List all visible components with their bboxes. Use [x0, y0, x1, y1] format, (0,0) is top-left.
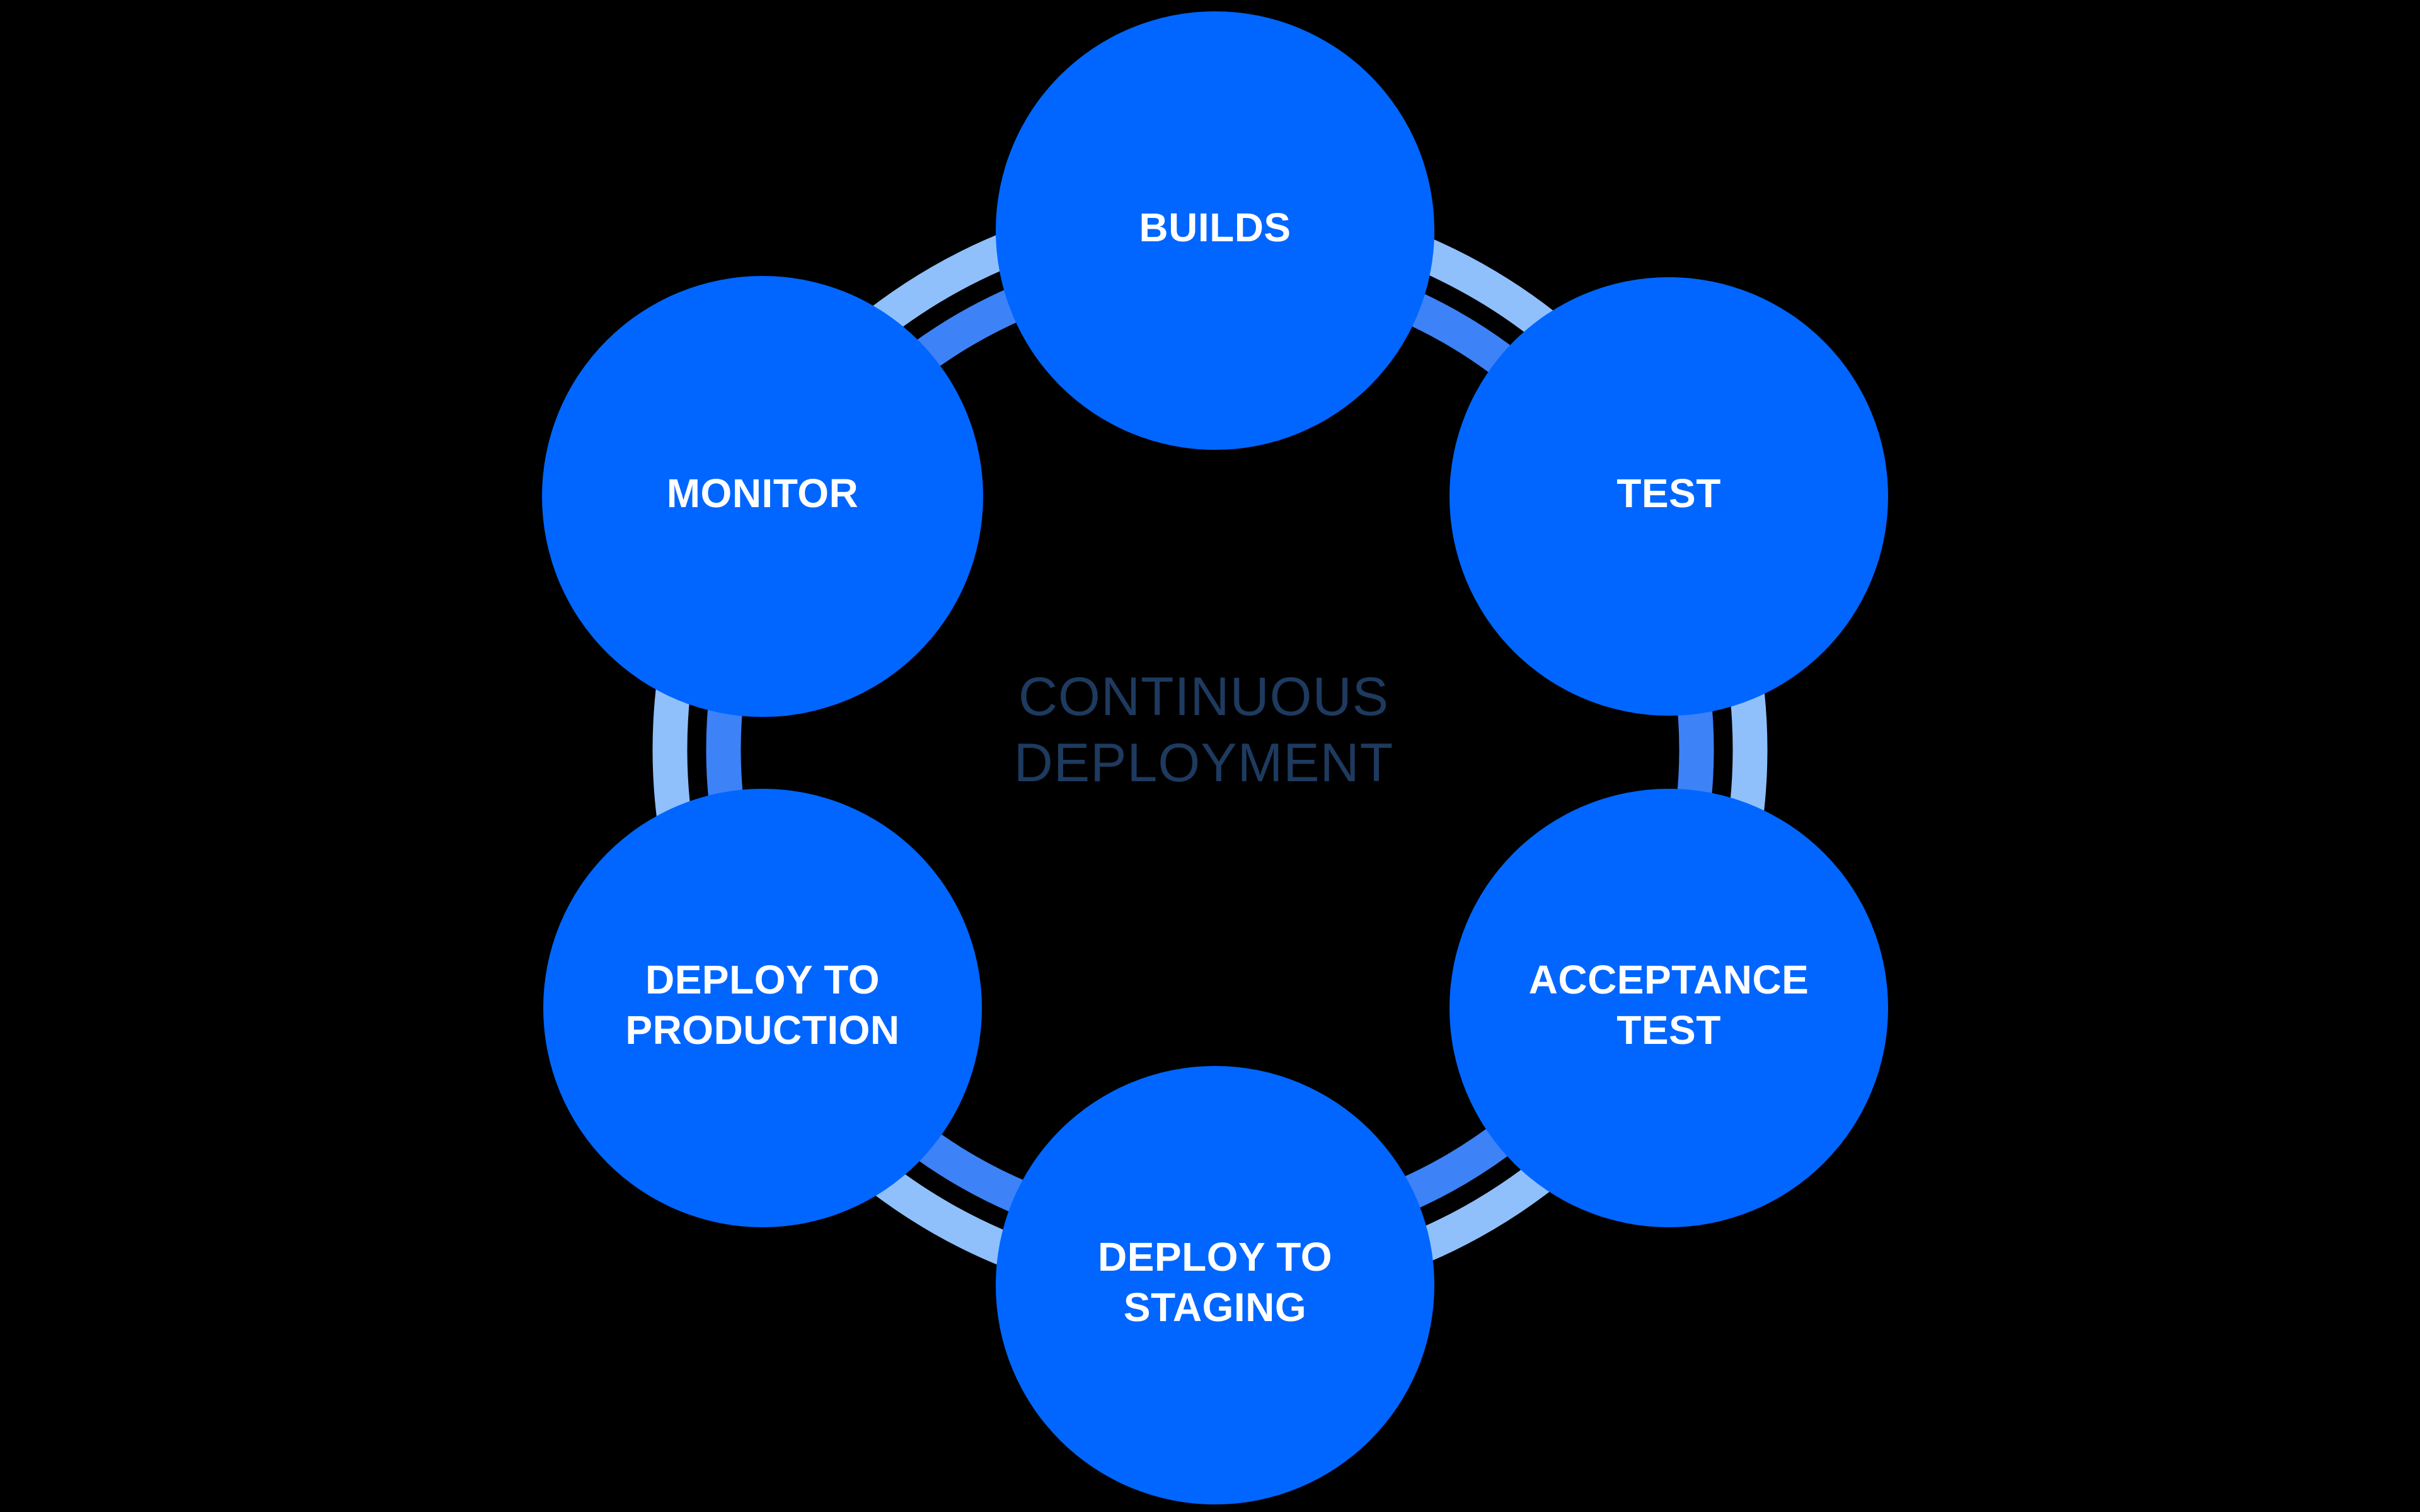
- node-label-deploy-to-production-line-2: PRODUCTION: [625, 1007, 899, 1053]
- node-circle-deploy-to-staging[interactable]: [996, 1066, 1434, 1504]
- node-label-deploy-to-staging-line-2: STAGING: [1124, 1285, 1306, 1330]
- node-circle-monitor[interactable]: [542, 276, 983, 717]
- process-nodes-group: BUILDS TEST ACCEPTANCE TEST DEPLOY TO STAGING…: [542, 11, 1888, 1504]
- node-test[interactable]: TEST: [1449, 277, 1888, 716]
- node-label-monitor: MONITOR: [667, 471, 859, 516]
- node-acceptance-test[interactable]: ACCEPTANCE TEST: [1449, 789, 1888, 1227]
- node-label-deploy-to-production-line-1: DEPLOY TO: [645, 957, 880, 1002]
- node-deploy-to-production[interactable]: DEPLOY TO PRODUCTION: [543, 789, 982, 1227]
- node-label-acceptance-test-line-1: ACCEPTANCE: [1529, 957, 1809, 1002]
- node-label-builds: BUILDS: [1139, 205, 1291, 250]
- center-title-line-1: CONTINUOUS: [1018, 667, 1389, 727]
- node-label-acceptance-test-line-2: TEST: [1616, 1007, 1721, 1053]
- node-circle-builds[interactable]: [996, 11, 1434, 450]
- center-title-line-2: DEPLOYMENT: [1014, 733, 1394, 793]
- node-label-test: TEST: [1616, 471, 1721, 516]
- center-label-group: CONTINUOUS DEPLOYMENT: [1014, 667, 1394, 793]
- node-circle-test[interactable]: [1449, 277, 1888, 716]
- node-circle-acceptance-test[interactable]: [1449, 789, 1888, 1227]
- node-deploy-to-staging[interactable]: DEPLOY TO STAGING: [996, 1066, 1434, 1504]
- node-circle-deploy-to-production[interactable]: [543, 789, 982, 1227]
- node-label-deploy-to-staging-line-1: DEPLOY TO: [1098, 1234, 1332, 1280]
- node-monitor[interactable]: MONITOR: [542, 276, 983, 717]
- node-builds[interactable]: BUILDS: [996, 11, 1434, 450]
